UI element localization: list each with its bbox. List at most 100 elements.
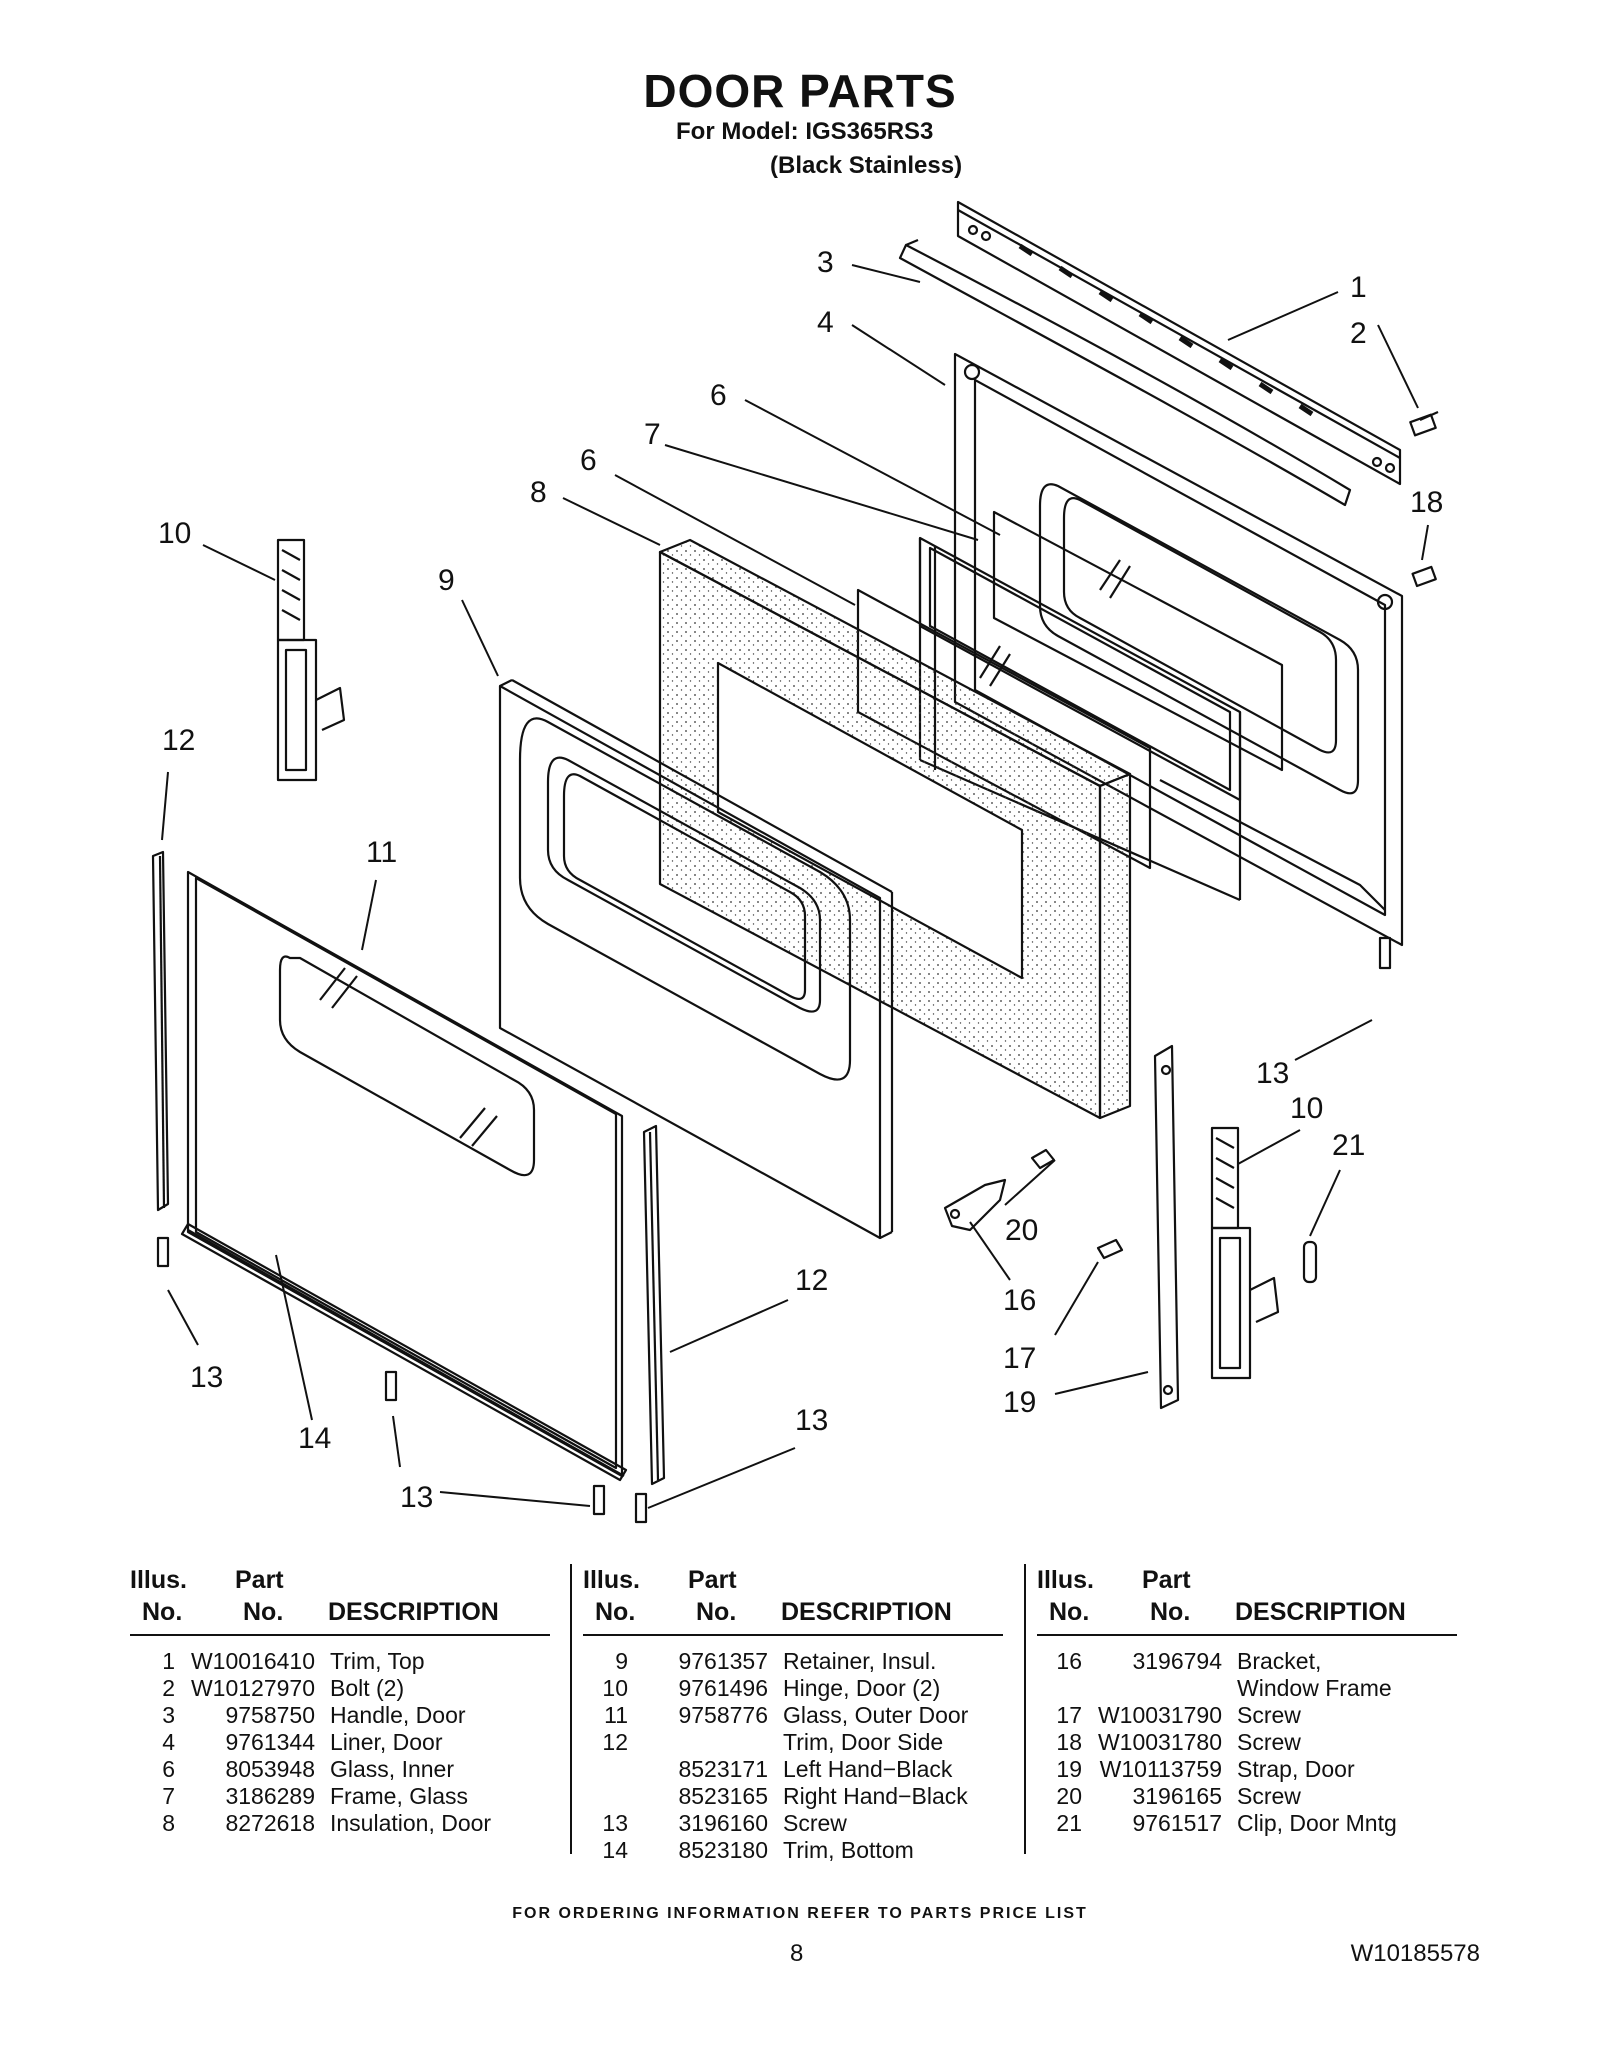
document-number: W10185578 bbox=[1350, 1940, 1480, 1967]
header-part-no: No. bbox=[243, 1598, 284, 1626]
callout-21: 21 bbox=[1332, 1129, 1365, 1162]
header-part: Part bbox=[1142, 1566, 1191, 1594]
illus-number: 13 bbox=[602, 1810, 628, 1836]
insulation-retainer-part bbox=[498, 679, 894, 1240]
part-description: Strap, Door bbox=[1237, 1756, 1355, 1782]
leader-lines bbox=[161, 264, 1429, 1509]
bolt-part bbox=[1409, 410, 1439, 437]
top-trim-part bbox=[956, 200, 1402, 486]
left-door-hinge-part bbox=[276, 538, 346, 782]
part-number: 3196165 bbox=[1132, 1783, 1222, 1809]
model-line: For Model: IGS365RS3 bbox=[676, 118, 934, 145]
part-number: 9761496 bbox=[678, 1675, 768, 1701]
part-description: Trim, Bottom bbox=[783, 1837, 914, 1863]
part-description: Trim, Top bbox=[330, 1648, 425, 1674]
illus-number: 9 bbox=[615, 1648, 628, 1674]
illus-number: 17 bbox=[1056, 1702, 1082, 1728]
part-number: W10031790 bbox=[1097, 1702, 1222, 1728]
parts-row: 7 3186289 Frame, Glass bbox=[130, 1783, 550, 1810]
screw-part bbox=[1411, 565, 1437, 588]
illus-number: 6 bbox=[162, 1756, 175, 1782]
callout-8: 8 bbox=[530, 476, 547, 509]
part-description: Screw bbox=[1237, 1783, 1301, 1809]
part-number: W10127970 bbox=[190, 1675, 315, 1701]
part-number: 9761357 bbox=[678, 1648, 768, 1674]
part-number: 8272618 bbox=[225, 1810, 315, 1836]
illus-number: 19 bbox=[1056, 1756, 1082, 1782]
right-side-trim-part bbox=[642, 1124, 666, 1486]
parts-table-header: Illus. No. Part No. DESCRIPTION bbox=[130, 1560, 550, 1636]
parts-table-header: Illus. No. Part No. DESCRIPTION bbox=[1037, 1560, 1457, 1636]
parts-row: Window Frame bbox=[1037, 1675, 1457, 1702]
parts-row: 2 W10127970 Bolt (2) bbox=[130, 1675, 550, 1702]
left-side-trim-part bbox=[151, 850, 170, 1212]
bottom-trim-part bbox=[180, 1222, 628, 1482]
column-divider bbox=[570, 1564, 572, 1854]
part-description: Screw bbox=[1237, 1702, 1301, 1728]
part-description: Glass, Outer Door bbox=[783, 1702, 969, 1728]
header-illus: Illus. bbox=[1037, 1566, 1094, 1594]
parts-row: 11 9758776 Glass, Outer Door bbox=[583, 1702, 1003, 1729]
callout-3: 3 bbox=[817, 246, 834, 279]
header-illus-no: No. bbox=[595, 1598, 636, 1626]
callout-10-right: 10 bbox=[1290, 1092, 1323, 1125]
illus-number: 10 bbox=[602, 1675, 628, 1701]
callout-6-front: 6 bbox=[580, 444, 597, 477]
callout-9: 9 bbox=[438, 564, 455, 597]
header-part-no: No. bbox=[1150, 1598, 1191, 1626]
door-insulation-part bbox=[658, 538, 1132, 1120]
part-description: Left Hand−Black bbox=[783, 1756, 953, 1782]
callout-19: 19 bbox=[1003, 1386, 1036, 1419]
callout-14: 14 bbox=[298, 1422, 331, 1455]
part-number: 3196160 bbox=[678, 1810, 768, 1836]
part-description: Bolt (2) bbox=[330, 1675, 405, 1701]
header-description: DESCRIPTION bbox=[781, 1598, 952, 1626]
callout-13-strap: 13 bbox=[1256, 1057, 1289, 1090]
window-frame-bracket-part bbox=[943, 1178, 1007, 1232]
callout-13-bottom: 13 bbox=[400, 1481, 433, 1514]
callout-12-right: 12 bbox=[795, 1264, 828, 1297]
callout-16: 16 bbox=[1003, 1284, 1036, 1317]
part-number: W10031780 bbox=[1097, 1729, 1222, 1755]
callout-1: 1 bbox=[1350, 271, 1367, 304]
illus-number: 11 bbox=[604, 1702, 628, 1728]
part-number: 3196794 bbox=[1132, 1648, 1222, 1674]
part-description: Glass, Inner bbox=[330, 1756, 454, 1782]
part-number: 8523180 bbox=[678, 1837, 768, 1863]
part-description: Frame, Glass bbox=[330, 1783, 469, 1809]
exploded-parts-diagram: 1 2 3 4 6 7 6 8 9 10 12 11 18 13 10 21 2… bbox=[151, 200, 1443, 1524]
part-number: W10113759 bbox=[1099, 1756, 1222, 1782]
callout-17: 17 bbox=[1003, 1342, 1036, 1375]
callout-18: 18 bbox=[1410, 486, 1443, 519]
part-number: 3186289 bbox=[225, 1783, 315, 1809]
header-description: DESCRIPTION bbox=[328, 1598, 499, 1626]
illus-number: 4 bbox=[162, 1729, 175, 1755]
door-liner-part bbox=[953, 352, 1404, 947]
column-divider bbox=[1024, 1564, 1026, 1854]
part-description: Liner, Door bbox=[330, 1729, 443, 1755]
callout-labels: 1 2 3 4 6 7 6 8 9 10 12 11 18 13 10 21 2… bbox=[158, 246, 1443, 1514]
illus-number: 3 bbox=[162, 1702, 175, 1728]
illus-number: 2 bbox=[162, 1675, 175, 1701]
illus-number: 7 bbox=[162, 1783, 175, 1809]
part-description: Trim, Door Side bbox=[783, 1729, 944, 1755]
door-mounting-clip-part bbox=[1302, 1240, 1318, 1284]
callout-6-rear: 6 bbox=[710, 379, 727, 412]
part-description: Insulation, Door bbox=[330, 1810, 492, 1836]
callout-11: 11 bbox=[366, 836, 397, 869]
part-number: 9758776 bbox=[678, 1702, 768, 1728]
